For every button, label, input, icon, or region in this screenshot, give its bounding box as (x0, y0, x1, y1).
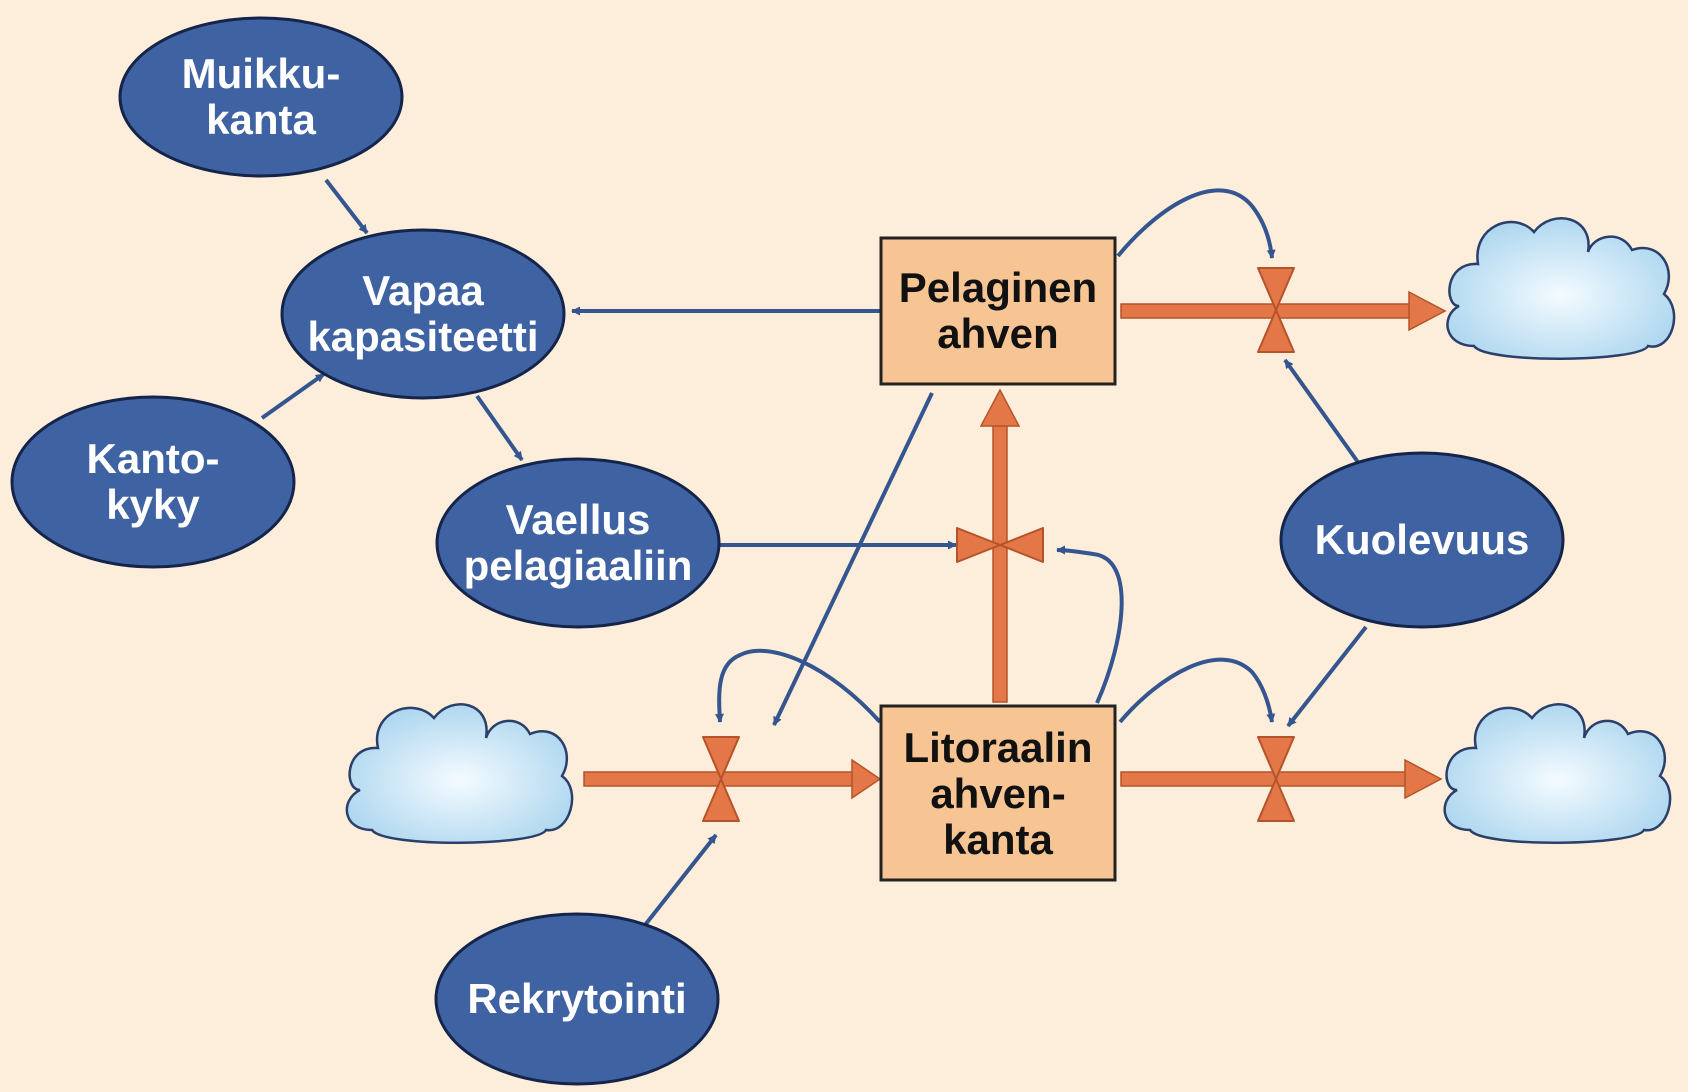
label-line: ahven (937, 310, 1058, 357)
label-line: Muikku- (182, 50, 341, 97)
label-line: kyky (106, 481, 200, 528)
links (260, 178, 1368, 927)
flow-pelagic-mortality (1120, 290, 1447, 332)
link-vapaa-vaellus (475, 394, 524, 462)
var-kuolevuus: Kuolevuus (1279, 451, 1565, 629)
link-rekrytointi-valve (643, 833, 718, 927)
flow-litoral-mortality (1120, 758, 1443, 800)
cloud-sink-litoral-icon (1443, 703, 1672, 844)
var-rekrytointi: Rekrytointi (434, 912, 720, 1086)
label-line: ahven- (930, 770, 1065, 817)
label-line: pelagiaaliin (464, 542, 693, 589)
link-litoraalin-recruit-valve (715, 648, 882, 724)
valve-recruitment (702, 736, 740, 822)
valve-litoral-mortality (1257, 736, 1295, 822)
var-kantokyky: Kanto-kyky (10, 395, 296, 569)
valve-migration (956, 527, 1044, 563)
label-line: Vaellus (506, 496, 651, 543)
var-kuolevuus-label: Kuolevuus (1315, 516, 1530, 563)
var-rekrytointi-label: Rekrytointi (467, 975, 686, 1022)
link-muikkukanta-vapaa (324, 178, 369, 235)
link-kantokyky-vapaa (260, 372, 326, 420)
label-line: Vapaa (362, 267, 484, 314)
label-line: kapasiteetti (307, 313, 538, 360)
flow-migration (979, 388, 1021, 703)
label-line: Kuolevuus (1315, 516, 1530, 563)
link-litoraalin-valve-migration (1056, 545, 1124, 704)
cloud-source-recruitment-icon (345, 703, 574, 844)
clouds (345, 217, 1676, 844)
link-kuolevuus-pelagic-valve (1283, 358, 1362, 467)
link-kuolevuus-litoral-valve (1286, 625, 1368, 728)
cloud-sink-pelagic-icon (1446, 217, 1676, 360)
label-line: Pelaginen (899, 264, 1097, 311)
valve-pelagic-mortality (1257, 267, 1295, 353)
label-line: Rekrytointi (467, 975, 686, 1022)
var-muikkukanta: Muikku-kanta (118, 16, 404, 178)
var-muikkukanta-label: Muikku-kanta (182, 50, 341, 143)
flows (583, 290, 1447, 800)
label-line: Litoraalin (903, 724, 1092, 771)
label-line: Kanto- (87, 435, 220, 482)
valves (702, 267, 1295, 822)
label-line: kanta (943, 816, 1053, 863)
link-litoraalin-mortality-valve (1118, 657, 1276, 724)
var-kantokyky-label: Kanto-kyky (87, 435, 220, 528)
label-line: kanta (206, 96, 316, 143)
link-pelaginen-mortality-valve (1116, 188, 1276, 259)
link-pelaginen-recruit-valve (772, 392, 934, 726)
